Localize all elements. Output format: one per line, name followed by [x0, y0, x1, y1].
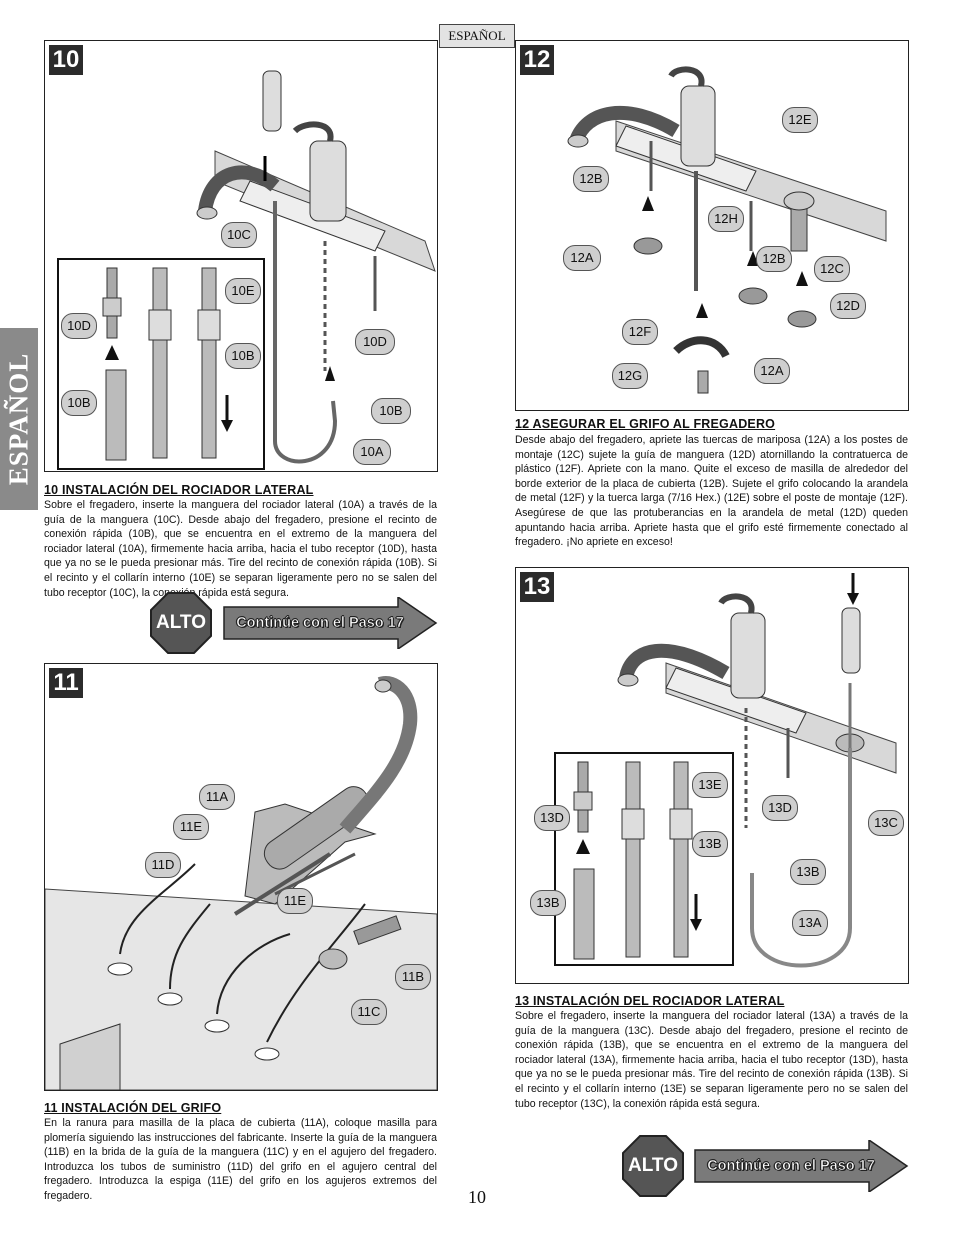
page-number: 10 [468, 1187, 486, 1207]
continue-label-1: Continúe con el Paso 17 [236, 615, 404, 632]
callout-12b-lower: 12B [756, 246, 792, 272]
step-13-inset-drawing [573, 761, 702, 960]
callout-10a: 10A [353, 439, 391, 465]
stop-label-2: ALTO [628, 1155, 678, 1176]
callout-12a-right: 12A [754, 358, 790, 384]
step-13-illustration: 13 13E 13D 13D 13B 13C 13B [515, 567, 909, 984]
callout-10b-inset-lower: 10B [61, 390, 97, 416]
language-tag: ESPAÑOL [439, 24, 515, 48]
callout-10b-inset: 10B [225, 343, 261, 369]
continue-arrow-2: Continúe con el Paso 17 [693, 1140, 909, 1192]
side-language-tab: ESPAÑOL [0, 328, 38, 510]
callout-13d-inset: 13D [534, 805, 570, 831]
callout-10b: 10B [371, 398, 411, 424]
callout-12d: 12D [830, 293, 866, 319]
step-13-body: Sobre el fregadero, inserte la manguera … [515, 1010, 908, 1110]
step-11-drawing [45, 676, 437, 1090]
callout-11e-right: 11E [277, 888, 313, 914]
step-13-number: 13 [520, 572, 554, 602]
step-10-body: Sobre el fregadero, inserte la manguera … [44, 499, 437, 599]
callout-13b: 13B [790, 859, 826, 885]
callout-10d-inset: 10D [61, 313, 97, 339]
callout-13a: 13A [792, 910, 828, 936]
step-11-body: En la ranura para masilla de la placa de… [44, 1117, 437, 1202]
step-10-title: 10 INSTALACIÓN DEL ROCIADOR LATERAL [44, 483, 314, 497]
callout-11d: 11D [145, 852, 181, 878]
callout-12a-left: 12A [563, 245, 601, 271]
continue-label-2: Continúe con el Paso 17 [707, 1158, 875, 1175]
step-10-number: 10 [49, 45, 83, 75]
callout-12f: 12F [622, 319, 658, 345]
step-11-illustration: 11 11A 11E 11D 11E 11B 11C [44, 663, 438, 1091]
continue-arrow-1: Continúe con el Paso 17 [222, 597, 438, 649]
side-tab-label: ESPAÑOL [3, 352, 34, 486]
callout-12e: 12E [782, 107, 818, 133]
callout-13b-inset-lower: 13B [530, 890, 566, 916]
callout-11e-left: 11E [173, 814, 209, 840]
stop-sign-2: ALTO [622, 1135, 684, 1197]
callout-12b-upper: 12B [573, 166, 609, 192]
callout-13c: 13C [868, 810, 904, 836]
callout-11c: 11C [351, 999, 387, 1025]
stop-sign-1: ALTO [150, 592, 212, 654]
callout-13d: 13D [762, 795, 798, 821]
callout-11a: 11A [199, 784, 235, 810]
step-10-inset-drawing [102, 267, 233, 461]
step-13-title: 13 INSTALACIÓN DEL ROCIADOR LATERAL [515, 994, 785, 1008]
step-11-title: 11 INSTALACIÓN DEL GRIFO [44, 1101, 222, 1115]
step-12-title: 12 ASEGURAR EL GRIFO AL FREGADERO [515, 417, 776, 431]
callout-12g: 12G [612, 363, 648, 389]
step-12-drawing [567, 66, 887, 394]
callout-10d: 10D [355, 329, 395, 355]
step-13-drawing [617, 573, 897, 968]
step-12-number: 12 [520, 45, 554, 75]
step-12-body: Desde abajo del fregadero, apriete las t… [515, 434, 908, 549]
step-12-illustration: 12 12E 12B 12H 12A 12B 12C 12D 12F 12G 1… [515, 40, 909, 411]
callout-12c: 12C [814, 256, 850, 282]
step-10-illustration: 10 10C [44, 40, 438, 472]
step-10-drawing [196, 70, 436, 464]
stop-label-1: ALTO [156, 612, 206, 633]
callout-10e: 10E [225, 278, 261, 304]
callout-11b: 11B [395, 964, 431, 990]
callout-10c: 10C [221, 222, 257, 248]
callout-12h: 12H [708, 206, 744, 232]
callout-13e: 13E [692, 772, 728, 798]
step-11-number: 11 [49, 668, 83, 698]
callout-13b-inset: 13B [692, 831, 728, 857]
